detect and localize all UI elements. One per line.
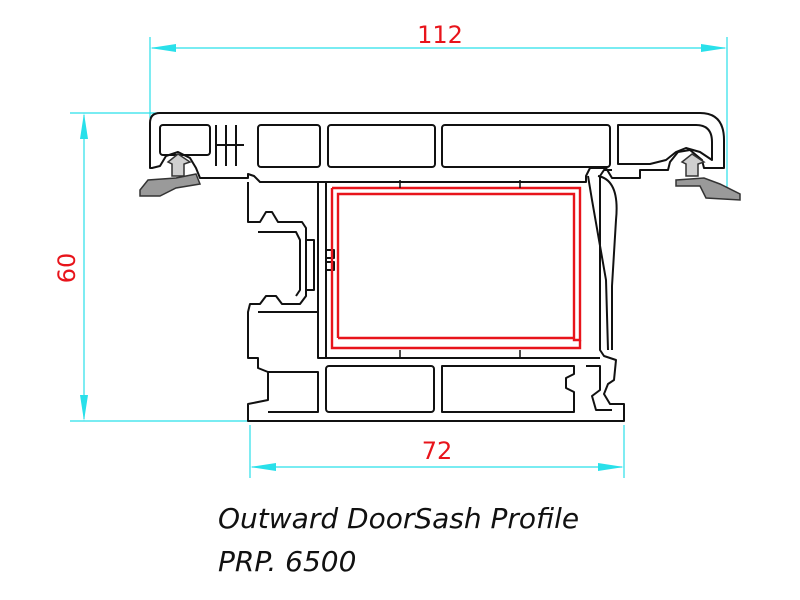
right-wall (587, 175, 609, 351)
reinforcement-ticks (399, 180, 521, 358)
gasket-left (139, 153, 202, 197)
dim-label-60: 60 (53, 253, 81, 284)
dim-label-72: 72 (422, 437, 453, 465)
sash-profile (149, 112, 725, 422)
gasket-right (675, 153, 741, 201)
dim-label-112: 112 (417, 21, 463, 49)
chamber-bottom-2 (325, 365, 435, 413)
chamber-top-1 (159, 124, 211, 156)
main-body-outline (247, 169, 625, 422)
arrow-top-left (150, 44, 176, 52)
steel-reinforcement (330, 186, 582, 350)
caption-title: Outward DoorSash Profile (218, 502, 580, 535)
chamber-bottom-1 (268, 371, 319, 413)
chamber-top-5 (617, 124, 713, 165)
arrow-left-bottom (80, 395, 88, 421)
chamber-bottom-4 (586, 365, 612, 411)
left-mid-slot (306, 239, 315, 291)
arrow-bottom-right (598, 463, 624, 471)
left-mid-detail (258, 231, 301, 297)
arrow-left-top (80, 113, 88, 139)
arrow-top-right (701, 44, 727, 52)
caption-code: PRP. 6500 (218, 545, 357, 578)
dimension-arrows (80, 44, 727, 471)
reinforcement-left-bottom (330, 188, 582, 350)
reinforcement-outer (332, 186, 582, 342)
chamber-top-2 (257, 124, 321, 168)
chamber-top-3 (327, 124, 436, 168)
left-mid-notches (326, 249, 335, 271)
right-wall-outer (597, 175, 618, 350)
central-web (317, 182, 600, 359)
dimension-lines (70, 37, 728, 478)
chamber-bottom-3 (441, 365, 575, 413)
top-flange-outline (149, 112, 725, 183)
chamber-top-4 (441, 124, 611, 168)
arrow-bottom-left (250, 463, 276, 471)
